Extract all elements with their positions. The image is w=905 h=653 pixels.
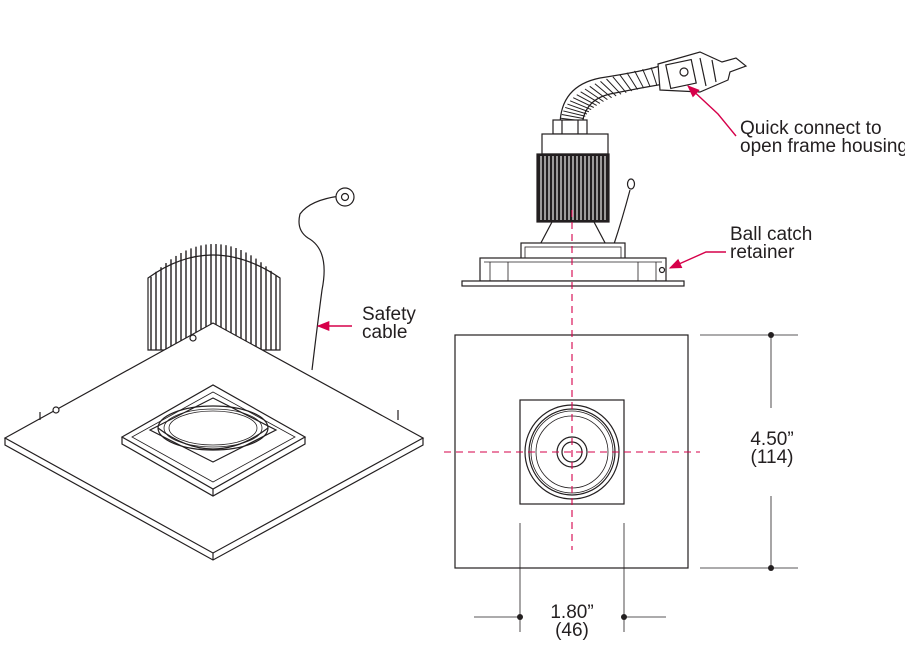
dimension-height — [700, 332, 798, 571]
width-dimension-value: 1.80” — [550, 602, 594, 623]
quick-connect-plug — [657, 51, 748, 93]
side-trim — [461, 242, 685, 287]
ball-catch-arrow — [668, 251, 726, 269]
quick-connect-arrow — [687, 85, 737, 137]
width-dimension-label: 1.80” (46) — [540, 602, 604, 641]
isometric-view — [3, 187, 425, 561]
height-dimension-metric: (114) — [750, 447, 794, 468]
quick-connect-label-line2: open frame housing — [740, 136, 905, 157]
ball-catch-label-line1: Ball catch — [730, 224, 813, 245]
height-dimension-value: 4.50” — [750, 429, 794, 450]
safety-cable-label-line1: Safety — [362, 304, 416, 325]
height-dimension-label: 4.50” (114) — [740, 429, 804, 468]
flex-conduit — [559, 65, 665, 127]
width-dimension-metric: (46) — [555, 620, 589, 641]
side-view — [461, 51, 748, 287]
safety-cable-label: Safety cable — [362, 304, 416, 343]
ball-catch-label-line2: retainer — [730, 242, 795, 263]
conduit-nut — [541, 119, 609, 155]
callout-arrows — [316, 85, 737, 332]
center-lines — [444, 210, 700, 550]
safety-cable — [298, 195, 341, 371]
side-heatsink — [536, 153, 610, 223]
ball-catch-label: Ball catch retainer — [730, 224, 813, 263]
iso-aperture — [120, 384, 307, 497]
quick-connect-label-line1: Quick connect to — [740, 118, 882, 139]
dimension-width — [474, 523, 666, 632]
quick-connect-label: Quick connect to open frame housing — [740, 118, 905, 157]
safety-cable-label-line2: cable — [362, 322, 408, 343]
